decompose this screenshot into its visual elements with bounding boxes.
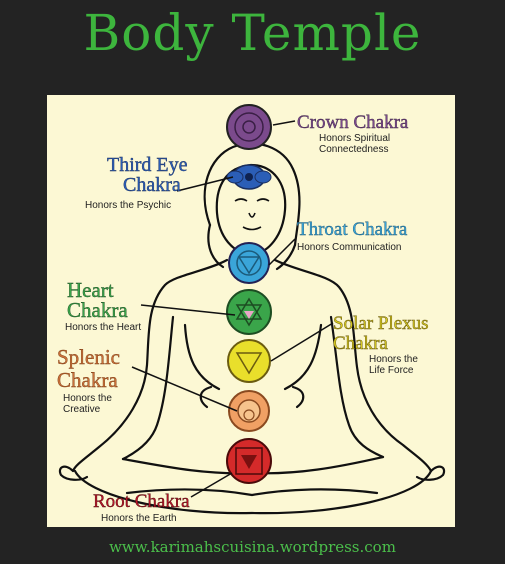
splenic-chakra-desc-1: Honors the — [63, 393, 112, 404]
third-eye-chakra-symbol — [226, 164, 272, 190]
third-eye-chakra-label: Third Eye Chakra Honors the Psychic — [85, 154, 188, 211]
heart-chakra-desc: Honors the Heart — [65, 322, 141, 333]
solar-plexus-chakra-desc-1: Honors the — [369, 354, 418, 365]
crown-chakra-symbol — [226, 104, 272, 150]
root-chakra-name: Root Chakra — [93, 491, 190, 512]
third-eye-chakra-name-2: Chakra — [123, 174, 181, 196]
heart-chakra-name-2: Chakra — [67, 298, 128, 322]
heart-chakra-symbol — [226, 289, 272, 335]
crown-chakra-desc-2: Connectedness — [319, 144, 389, 155]
crown-chakra-label: Crown Chakra Honors Spiritual Connectedn… — [297, 112, 409, 155]
face — [234, 198, 270, 231]
throat-chakra-symbol — [228, 242, 270, 284]
throat-chakra-label: Throat Chakra Honors Communication — [297, 219, 408, 253]
third-eye-chakra-desc: Honors the Psychic — [85, 200, 171, 211]
splenic-chakra-name-1: Splenic — [57, 345, 120, 369]
page-title: Body Temple — [83, 4, 422, 62]
splenic-chakra-label: Splenic Chakra Honors the Creative — [57, 345, 120, 415]
solar-plexus-chakra-name-2: Chakra — [333, 333, 388, 354]
third-eye-chakra-name-1: Third Eye — [107, 154, 188, 176]
heart-chakra-label: Heart Chakra Honors the Heart — [65, 278, 141, 333]
splenic-chakra-name-2: Chakra — [57, 368, 118, 392]
splenic-chakra-symbol — [228, 390, 270, 432]
solar-plexus-chakra-desc-2: Life Force — [369, 365, 414, 376]
throat-chakra-desc: Honors Communication — [297, 242, 402, 253]
throat-chakra-name: Throat Chakra — [297, 219, 408, 240]
solar-plexus-chakra-name-1: Solar Plexus — [333, 313, 429, 334]
solar-plexus-chakra-label: Solar Plexus Chakra Honors the Life Forc… — [333, 313, 429, 376]
website-url: www.karimahscuisina.wordpress.com — [109, 538, 396, 556]
chakra-diagram-panel: Crown Chakra Honors Spiritual Connectedn… — [47, 95, 455, 527]
root-chakra-label: Root Chakra Honors the Earth — [93, 491, 191, 524]
splenic-chakra-desc-2: Creative — [63, 404, 101, 415]
chakra-diagram: Crown Chakra Honors Spiritual Connectedn… — [57, 104, 446, 524]
crown-chakra-name: Crown Chakra — [297, 112, 409, 133]
crown-chakra-desc-1: Honors Spiritual — [319, 133, 390, 144]
heart-chakra-name-1: Heart — [67, 278, 114, 302]
pointer-lines — [131, 120, 334, 498]
solar-plexus-chakra-symbol — [227, 339, 271, 383]
root-chakra-desc: Honors the Earth — [101, 513, 177, 524]
root-chakra-symbol — [226, 438, 272, 484]
